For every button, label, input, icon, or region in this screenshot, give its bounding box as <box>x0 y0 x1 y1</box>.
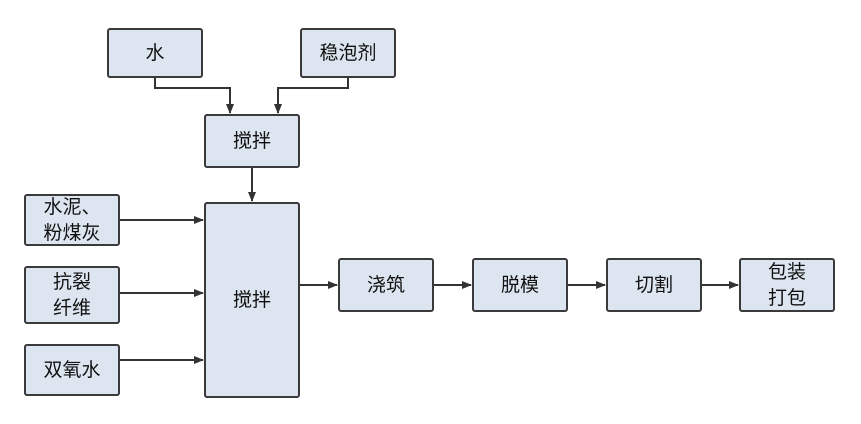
node-water: 水 <box>107 28 203 78</box>
node-cement-fly-ash: 水泥、 粉煤灰 <box>24 194 120 246</box>
node-foam-stabilizer: 稳泡剂 <box>300 28 396 78</box>
node-crack-resistant-fiber: 抗裂 纤维 <box>24 266 120 324</box>
arrow-stabilizer-to-mix1 <box>274 78 349 114</box>
node-pouring: 浇筑 <box>338 258 434 312</box>
node-mixing-1: 搅拌 <box>204 114 300 168</box>
node-cutting: 切割 <box>606 258 702 312</box>
node-packaging: 包装 打包 <box>739 258 835 312</box>
node-mixing-2: 搅拌 <box>204 202 300 398</box>
node-hydrogen-peroxide: 双氧水 <box>24 344 120 396</box>
node-demolding: 脱模 <box>472 258 568 312</box>
arrow-water-to-mix1 <box>154 78 234 114</box>
